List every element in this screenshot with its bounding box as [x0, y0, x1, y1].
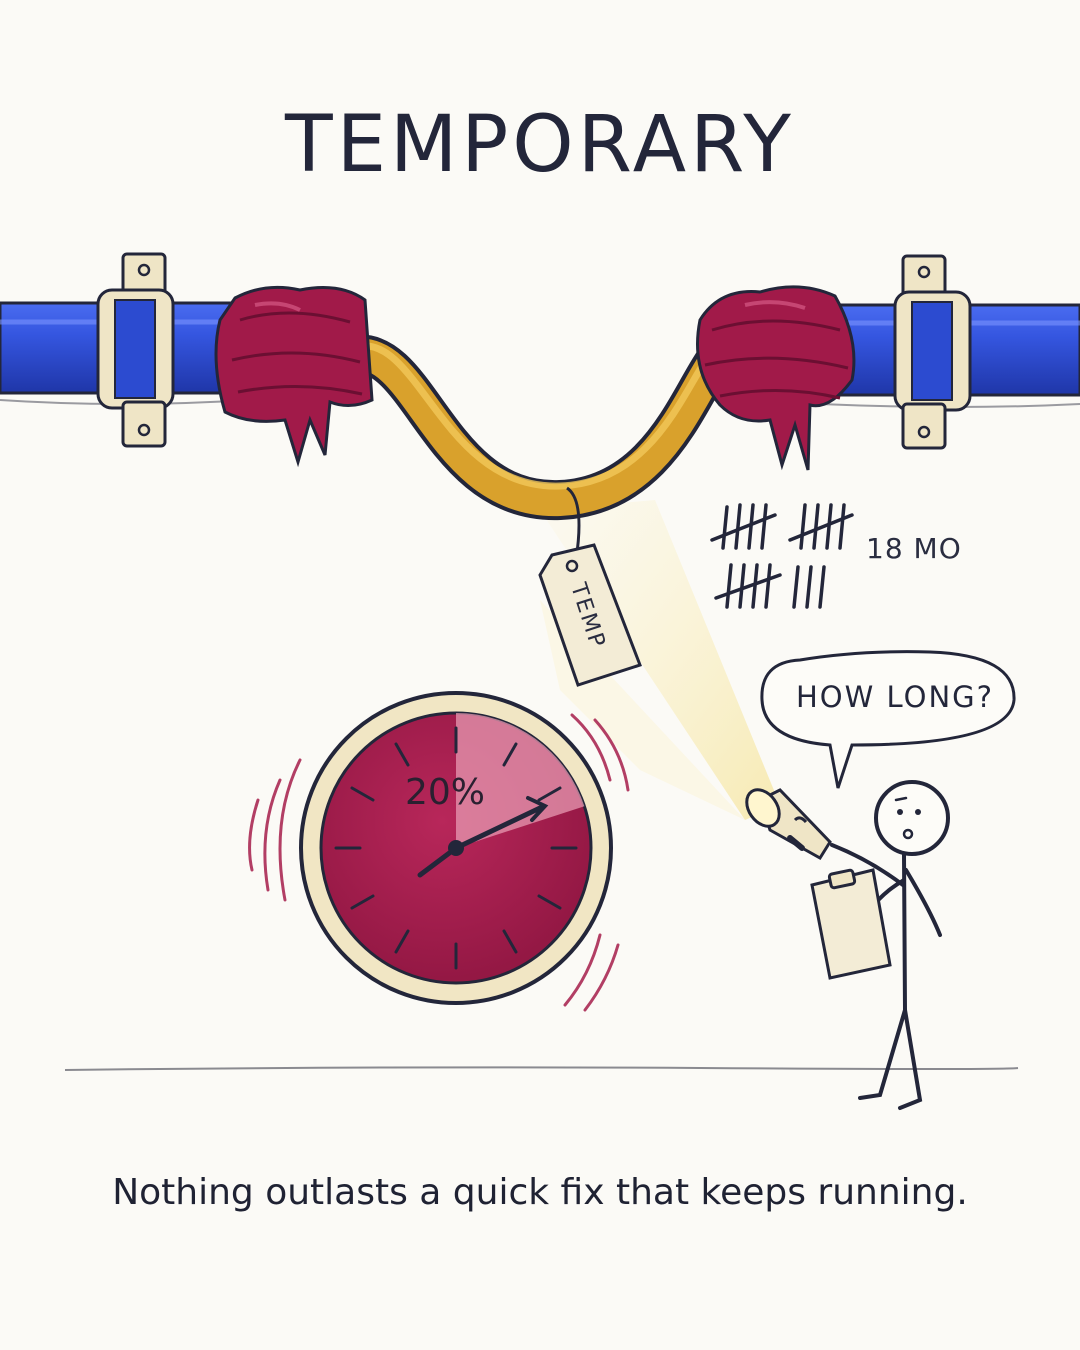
clipboard-icon — [810, 868, 892, 980]
tally-marks — [710, 503, 854, 609]
temporary-hose — [335, 325, 755, 521]
gauge-label: 20% — [405, 772, 486, 813]
floor-line — [64, 1066, 1019, 1071]
tape-wrap-left — [214, 285, 374, 468]
flashlight-icon — [745, 788, 832, 861]
caption: Nothing outlasts a quick fix that keeps … — [112, 1172, 968, 1213]
pipe-clamp-icon-right — [893, 254, 972, 450]
speech-bubble-text: HOW LONG? — [795, 680, 995, 714]
gauge-vibration-lines — [248, 713, 630, 1012]
tally-label: 18 MO — [866, 532, 962, 565]
tape-wrap-right — [696, 285, 856, 471]
temp-tag — [538, 486, 642, 687]
gauge-dial — [299, 691, 613, 1005]
gauge-progress-wedge — [456, 712, 585, 848]
pipe-clamp-icon — [96, 252, 175, 448]
speech-bubble — [760, 650, 1016, 789]
page-title: TEMPORARY — [285, 100, 795, 190]
